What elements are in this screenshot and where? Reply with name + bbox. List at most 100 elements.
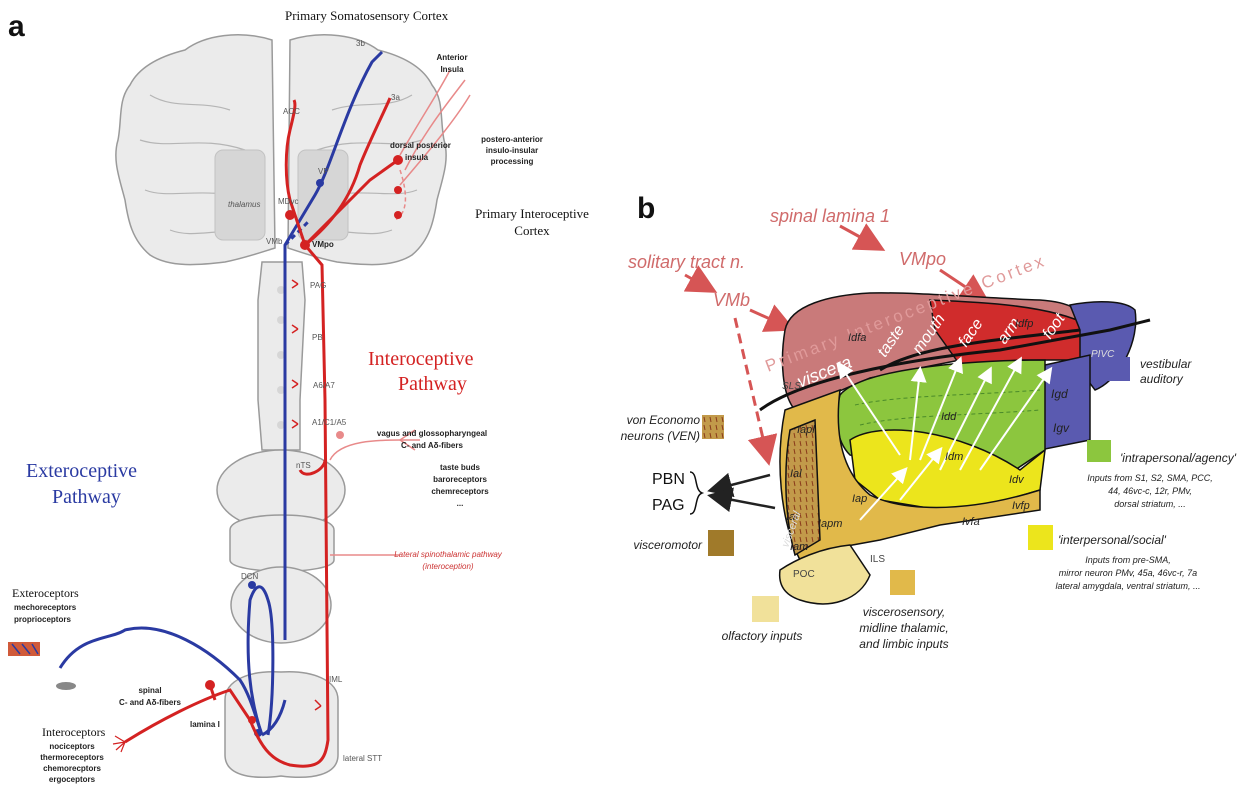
legend-ven-line1: von Economo [627,413,701,427]
label-poc: POC [793,569,815,580]
vmb-arrow [750,310,790,328]
label-dcn: DCN [241,572,259,581]
pag-label: PAG [652,497,685,514]
spinal-line1: spinal [138,686,161,695]
exteroceptor-icon [8,642,76,690]
label-iap: Iap [852,493,867,505]
exteroceptors-item-2: proprioceptors [14,615,71,624]
legend-intrapersonal-title: 'intrapersonal/agency' [1120,451,1237,465]
label-acc: ACC [283,107,300,116]
vmb-b-label: VMb [713,290,750,310]
legend-intrapersonal-inputs-1: Inputs from S1, S2, SMA, PCC, [1087,473,1213,483]
legend-swatch-visceromotor [708,530,734,556]
pbn-arrow [712,475,770,490]
label-a6a7: A6/A7 [313,381,335,390]
label-idm: Idm [945,451,963,463]
legend-swatch-vestibular [1103,357,1130,381]
label-lamina: lamina I [190,720,220,729]
exteroceptors-item-1: mechoreceptors [14,603,77,612]
legend-interpersonal-inputs-1: Inputs from pre-SMA, [1085,555,1171,565]
vmpo-b-label: VMpo [899,249,946,269]
legend-vestibular-line2: auditory [1140,372,1184,386]
legend-viscerosensory-1: viscerosensory, [863,605,945,619]
panel-a-letter: a [8,10,25,43]
label-idfp: Idfp [1015,318,1033,330]
label-thalamus: thalamus [228,200,260,209]
pag-arrow [712,496,775,508]
label-lateral-stt: lateral STT [343,754,382,763]
label-iapl: Iapl [797,424,815,436]
solitary-label: solitary tract n. [628,252,745,272]
legend-swatch-olfactory [752,596,779,622]
label-idv: Idv [1009,474,1025,486]
exteroceptive-pathway-line2: Pathway [52,486,121,508]
label-pb: PB [312,333,323,342]
dorsal-posterior-line2: insula [405,153,429,162]
primary-somatosensory-label: Primary Somatosensory Cortex [285,8,449,23]
interoceptive-pathway-line2: Pathway [398,373,467,395]
label-igd: Igd [1051,387,1068,401]
legend-interpersonal-title: 'interpersonal/social' [1058,533,1167,547]
label-ial: Ial [790,468,802,480]
interoceptor-icon [113,736,125,752]
dcn-node [248,581,256,589]
label-iml: IML [329,675,343,684]
region-igd-igv [1040,355,1090,450]
pbn-pag-brace [690,472,702,514]
label-igv: Igv [1053,421,1070,435]
label-3a: 3a [391,93,400,102]
anterior-insula-line2: Insula [440,65,464,74]
lateral-spino-line1: Lateral spinothalamic pathway [394,550,503,559]
taste-line2: baroreceptors [433,475,487,484]
exteroceptors-title: Exteroceptors [12,586,79,600]
label-idfa: Idfa [848,332,866,344]
vagus-line2: C- and Aδ-fibers [401,441,463,450]
legend-olfactory: olfactory inputs [722,629,803,643]
spinal-lamina-label: spinal lamina 1 [770,206,890,226]
label-a1c1a5: A1/C1/A5 [312,418,347,427]
exteroceptive-pathway-line1: Exteroceptive [26,460,137,482]
legend-swatch-interpersonal [1028,525,1053,550]
legend-swatch-viscerosensory [890,570,915,595]
label-iapm: Iapm [818,518,842,530]
pbn-label: PBN [652,471,685,488]
label-pag: PAG [310,281,326,290]
interoceptors-item-3: chemorecptors [43,764,101,773]
vmb-dashed-arrow [735,318,768,460]
anterior-insula-line1: Anterior [436,53,467,62]
legend-swatch-ven [702,415,724,439]
interoceptors-title: Interoceptors [42,725,106,739]
vp-node [316,179,324,187]
interoceptors-item-2: thermoreceptors [40,753,104,762]
taste-line1: taste buds [440,463,481,472]
legend-interpersonal-inputs-2: mirror neuron PMv, 45a, 46vc-r, 7a [1059,568,1197,578]
label-sls: SLS [782,381,801,392]
label-ils: ILS [870,554,885,565]
label-vmb: VMb [266,237,283,246]
spinal-lamina-arrow [840,226,880,248]
panel-b-letter: b [637,192,655,225]
primary-interoceptive-line2: Cortex [514,223,550,238]
label-vp: VP [318,167,329,176]
legend-swatch-intrapersonal [1087,440,1111,462]
taste-line4: ... [457,499,464,508]
primary-interoceptive-line1: Primary Interoceptive [475,206,589,221]
label-idd: Idd [941,411,957,423]
label-vmpo: VMpo [312,240,334,249]
legend-intrapersonal-inputs-3: dorsal striatum, ... [1114,499,1186,509]
dorsal-posterior-line1: dorsal posterior [390,141,451,150]
postero-anterior-line2: insulo-insular [486,146,538,155]
interoceptors-item-1: nociceptors [49,742,95,751]
legend-visceromotor: visceromotor [633,538,703,552]
legend-intrapersonal-inputs-2: 44, 46vc-c, 12r, PMv, [1108,486,1192,496]
postero-anterior-line3: processing [491,157,534,166]
postero-anterior-line1: postero-anterior [481,135,543,144]
label-ivfa: Ivfa [962,516,980,528]
label-nts: nTS [296,461,311,470]
legend-viscerosensory-3: and limbic inputs [859,637,948,651]
interoceptors-item-4: ergoceptors [49,775,96,784]
taste-line3: chemreceptors [431,487,489,496]
legend-interpersonal-inputs-3: lateral amygdala, ventral striatum, ... [1055,581,1200,591]
legend-ven-line2: neurons (VEN) [621,429,700,443]
